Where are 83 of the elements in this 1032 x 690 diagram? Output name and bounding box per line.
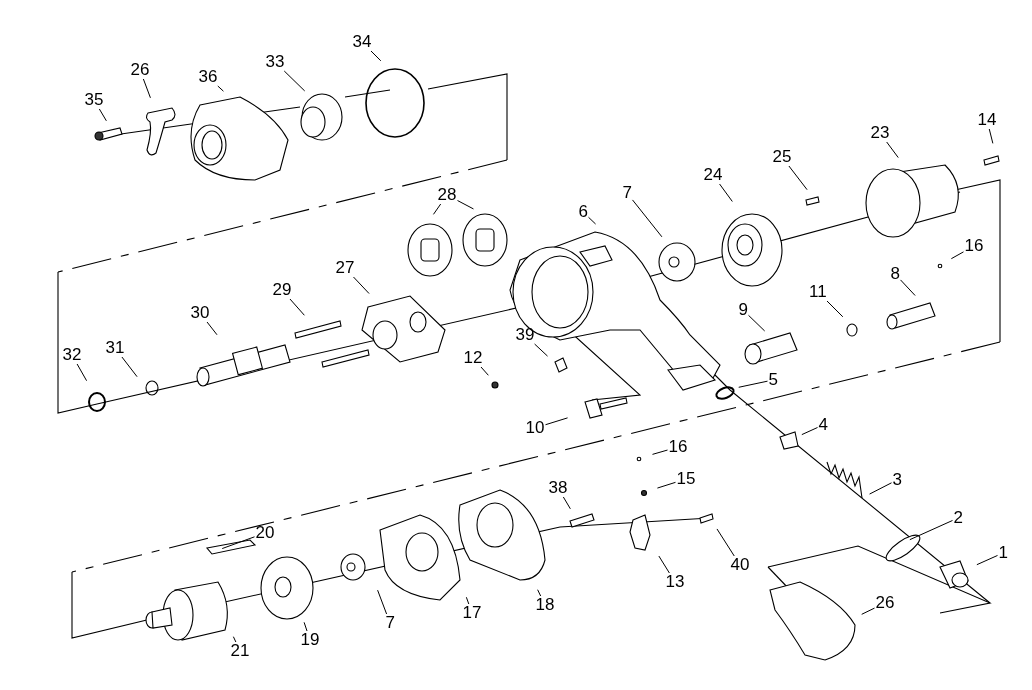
callout-number: 21: [229, 642, 251, 660]
leader-line: [658, 555, 670, 574]
leader-line: [76, 363, 88, 382]
callout-number: 30: [189, 304, 211, 322]
leader-line: [826, 300, 844, 318]
leader-line: [562, 496, 571, 510]
callout-number: 17: [461, 604, 483, 622]
callout-number: 3: [891, 471, 903, 489]
callout-number: 18: [534, 596, 556, 614]
leader-line: [537, 589, 542, 597]
leader-line: [232, 636, 237, 643]
callout-number: 9: [737, 301, 749, 319]
leader-line: [716, 528, 735, 557]
leader-line: [988, 128, 994, 144]
callout-number: 25: [771, 148, 793, 166]
leader-line: [861, 607, 875, 615]
callout-number: 34: [351, 33, 373, 51]
callout-number: 19: [299, 631, 321, 649]
leader-line: [480, 366, 489, 376]
leader-line: [534, 343, 548, 357]
callout-number: 39: [514, 326, 536, 344]
leader-line: [801, 427, 818, 436]
leader-line: [950, 251, 964, 260]
leader-line: [221, 536, 255, 550]
leader-line: [217, 85, 224, 92]
callout-number: 1: [997, 544, 1009, 562]
callout-number: 7: [384, 614, 396, 632]
leader-line: [377, 589, 388, 615]
leader-line: [370, 50, 382, 62]
callout-number: 7: [621, 184, 633, 202]
callout-number: 16: [963, 237, 985, 255]
callout-number: 29: [271, 281, 293, 299]
leader-line: [900, 279, 916, 296]
leader-line: [545, 417, 569, 426]
leader-line: [432, 203, 442, 215]
leader-line: [748, 314, 766, 332]
callout-number: 12: [462, 349, 484, 367]
leader-line: [588, 216, 597, 225]
leader-line: [142, 78, 151, 99]
leader-line: [656, 481, 676, 489]
callout-number: 20: [254, 524, 276, 542]
leader-line: [283, 70, 306, 92]
callout-number: 27: [334, 259, 356, 277]
callout-number: 38: [547, 479, 569, 497]
leader-line: [98, 108, 107, 122]
callout-number: 15: [675, 470, 697, 488]
callout-number: 36: [197, 68, 219, 86]
leader-line: [353, 276, 370, 295]
callout-number: 23: [869, 124, 891, 142]
callout-number: 28: [436, 186, 458, 204]
callout-number: 4: [817, 416, 829, 434]
leader-line: [738, 380, 768, 388]
leader-line: [303, 621, 308, 632]
leader-line: [206, 321, 218, 336]
callout-number: 40: [729, 556, 751, 574]
leader-line: [869, 482, 892, 495]
callout-number: 32: [61, 346, 83, 364]
leader-line: [121, 356, 138, 378]
callout-number: 6: [577, 203, 589, 221]
callout-number: 14: [976, 111, 998, 129]
leader-line: [788, 165, 808, 191]
callout-number: 35: [83, 91, 105, 109]
callout-number: 11: [808, 283, 828, 301]
leader-line: [289, 298, 305, 316]
leader-line: [976, 554, 998, 566]
callout-number: 5: [767, 371, 779, 389]
leader-line: [909, 520, 953, 541]
callout-number: 26: [874, 594, 896, 612]
leader-line: [652, 449, 668, 455]
callout-number: 33: [264, 53, 286, 71]
leader-line: [886, 141, 899, 159]
callout-number: 10: [524, 419, 546, 437]
callout-number: 8: [889, 265, 901, 283]
callout-number: 24: [702, 166, 724, 184]
leader-line: [719, 183, 733, 202]
callout-number: 31: [104, 339, 126, 357]
callout-number: 2: [952, 509, 964, 527]
leader-line: [457, 200, 474, 210]
callout-number: 13: [664, 573, 686, 591]
callout-number: 16: [667, 438, 689, 456]
callout-number: 26: [129, 61, 151, 79]
leader-line: [632, 199, 663, 238]
leader-line: [465, 596, 470, 605]
